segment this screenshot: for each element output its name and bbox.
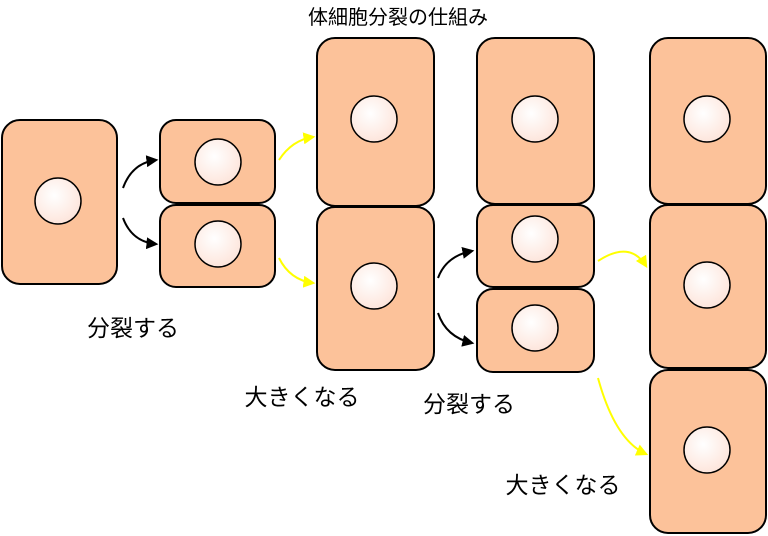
cell-stage4-bottom-nucleus	[511, 304, 559, 352]
label-grow-2: 大きくなる	[506, 473, 621, 499]
cell-grown-bottom-nucleus	[350, 262, 398, 310]
cell-stage5-bottom-nucleus	[683, 426, 731, 474]
grow-arrow-bottom-2	[597, 377, 649, 456]
divide-arrow-bottom-2	[437, 312, 475, 347]
cell-grown-top-nucleus	[350, 95, 398, 143]
grow-arrow-bottom-1	[278, 257, 316, 288]
cell-stage5-middle-nucleus	[683, 261, 731, 309]
divide-arrow-top-1	[122, 155, 159, 189]
cell-divided-top-nucleus	[194, 138, 242, 186]
label-grow-1: 大きくなる	[245, 385, 360, 411]
cell-stage5-top-nucleus	[683, 95, 731, 143]
grow-arrow-top-2	[597, 250, 648, 269]
divide-arrow-top-2	[437, 246, 475, 279]
diagram-title: 体細胞分裂の仕組み	[308, 5, 488, 29]
label-divide-2: 分裂する	[423, 392, 515, 418]
label-divide-1: 分裂する	[87, 316, 179, 342]
cell-divided-bottom-nucleus	[194, 220, 242, 268]
cell-original-nucleus	[34, 177, 82, 225]
cell-stage4-top-nucleus	[511, 95, 559, 143]
cell-stage4-middle-nucleus	[511, 215, 559, 263]
divide-arrow-bottom-1	[122, 217, 159, 250]
grow-arrow-top-1	[278, 132, 316, 161]
